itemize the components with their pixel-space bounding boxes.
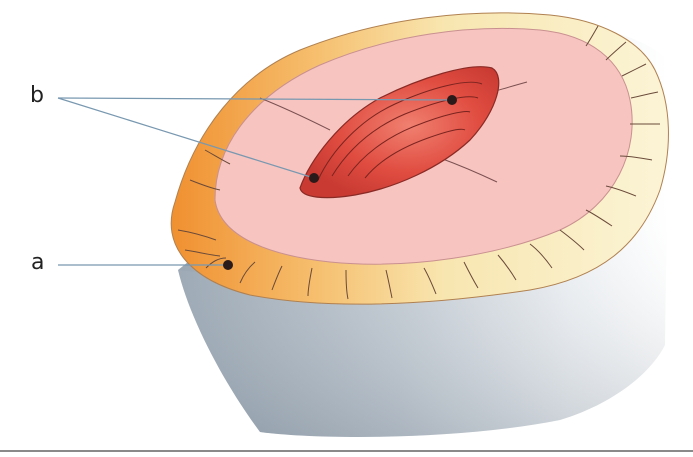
marker-a [223,260,233,270]
label-a: a [31,252,44,274]
bottom-border-rule [0,450,693,452]
marker-b-upper [447,95,457,105]
marker-b-lower [309,173,319,183]
label-b: b [30,85,44,107]
